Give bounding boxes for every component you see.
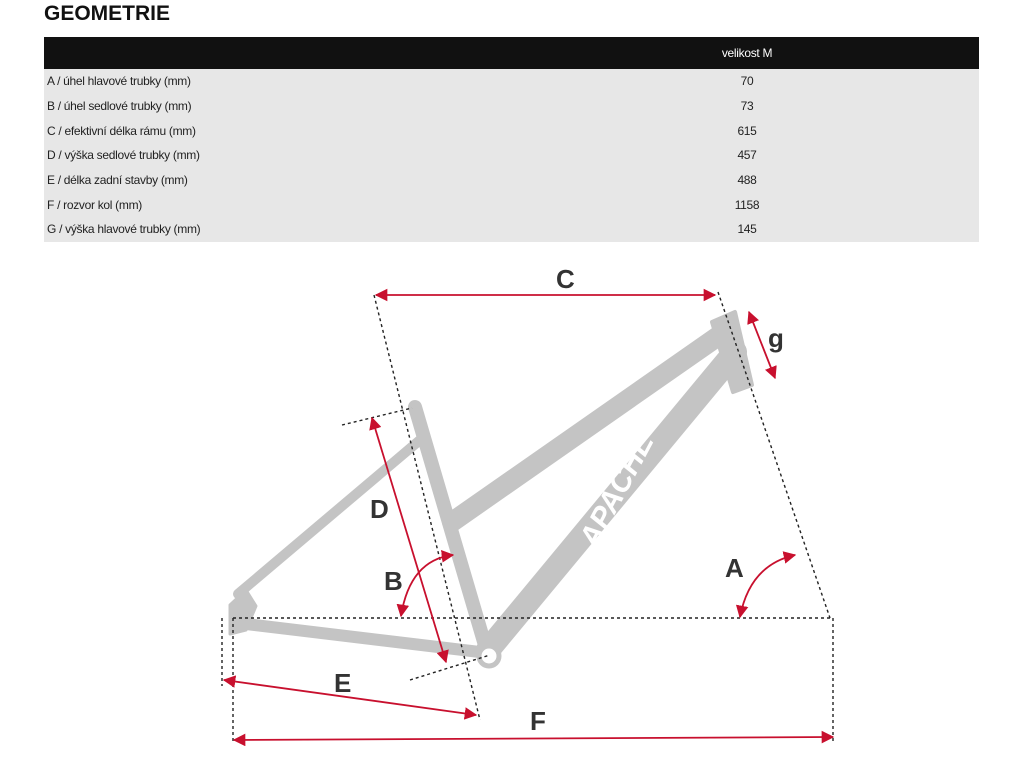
table-row: E / délka zadní stavby (mm) 488 — [44, 167, 979, 193]
table-row: F / rozvor kol (mm) 1158 — [44, 192, 979, 218]
frame-geometry-diagram: APACHE C g D B A E F — [221, 264, 835, 747]
row-value: 145 — [667, 217, 827, 242]
label-d: D — [370, 494, 389, 524]
row-value: 70 — [667, 69, 827, 94]
bottom-bracket — [476, 643, 502, 669]
row-label: B / úhel sedlové trubky (mm) — [44, 93, 667, 119]
label-c: C — [556, 264, 575, 294]
dimension-lines — [222, 288, 835, 747]
row-value: 73 — [667, 93, 827, 119]
top-tube — [442, 320, 737, 532]
header-spacer — [827, 37, 979, 69]
header-label — [44, 37, 667, 69]
row-label: A / úhel hlavové trubky (mm) — [44, 69, 667, 94]
dim-f — [232, 730, 835, 747]
page-title: GEOMETRIE — [44, 2, 171, 25]
row-label: C / efektivní délka rámu (mm) — [44, 118, 667, 144]
dim-e — [222, 675, 478, 720]
label-b: B — [384, 566, 403, 596]
label-g: g — [768, 323, 784, 353]
dim-a — [735, 551, 797, 619]
label-f: F — [530, 706, 546, 736]
brand-logo: APACHE — [573, 427, 661, 554]
row-label: E / délka zadní stavby (mm) — [44, 167, 667, 193]
dim-d — [369, 416, 449, 664]
dim-b — [396, 550, 455, 618]
table-row: C / efektivní délka rámu (mm) 615 — [44, 118, 979, 144]
dimension-labels: C g D B A E F — [334, 264, 784, 736]
row-value: 488 — [667, 167, 827, 193]
table-row: A / úhel hlavové trubky (mm) 70 — [44, 69, 979, 94]
geometry-table: velikost M A / úhel hlavové trubky (mm) … — [44, 37, 979, 242]
label-a: A — [725, 553, 744, 583]
bike-frame — [228, 310, 754, 669]
table-header-row: velikost M — [44, 37, 979, 69]
table-row: G / výška hlavové trubky (mm) 145 — [44, 217, 979, 242]
down-tube — [476, 340, 747, 662]
row-value: 1158 — [667, 192, 827, 218]
table-row: D / výška sedlové trubky (mm) 457 — [44, 143, 979, 168]
header-size: velikost M — [667, 37, 827, 69]
row-label: F / rozvor kol (mm) — [44, 192, 667, 218]
head-tube — [710, 310, 754, 394]
row-value: 615 — [667, 118, 827, 144]
row-label: G / výška hlavové trubky (mm) — [44, 217, 667, 242]
row-value: 457 — [667, 143, 827, 168]
row-label: D / výška sedlové trubky (mm) — [44, 143, 667, 168]
chain-stay — [232, 617, 494, 659]
seat-tube — [408, 400, 494, 659]
label-e: E — [334, 668, 351, 698]
dim-g — [747, 310, 777, 380]
table-row: B / úhel sedlové trubky (mm) 73 — [44, 93, 979, 119]
